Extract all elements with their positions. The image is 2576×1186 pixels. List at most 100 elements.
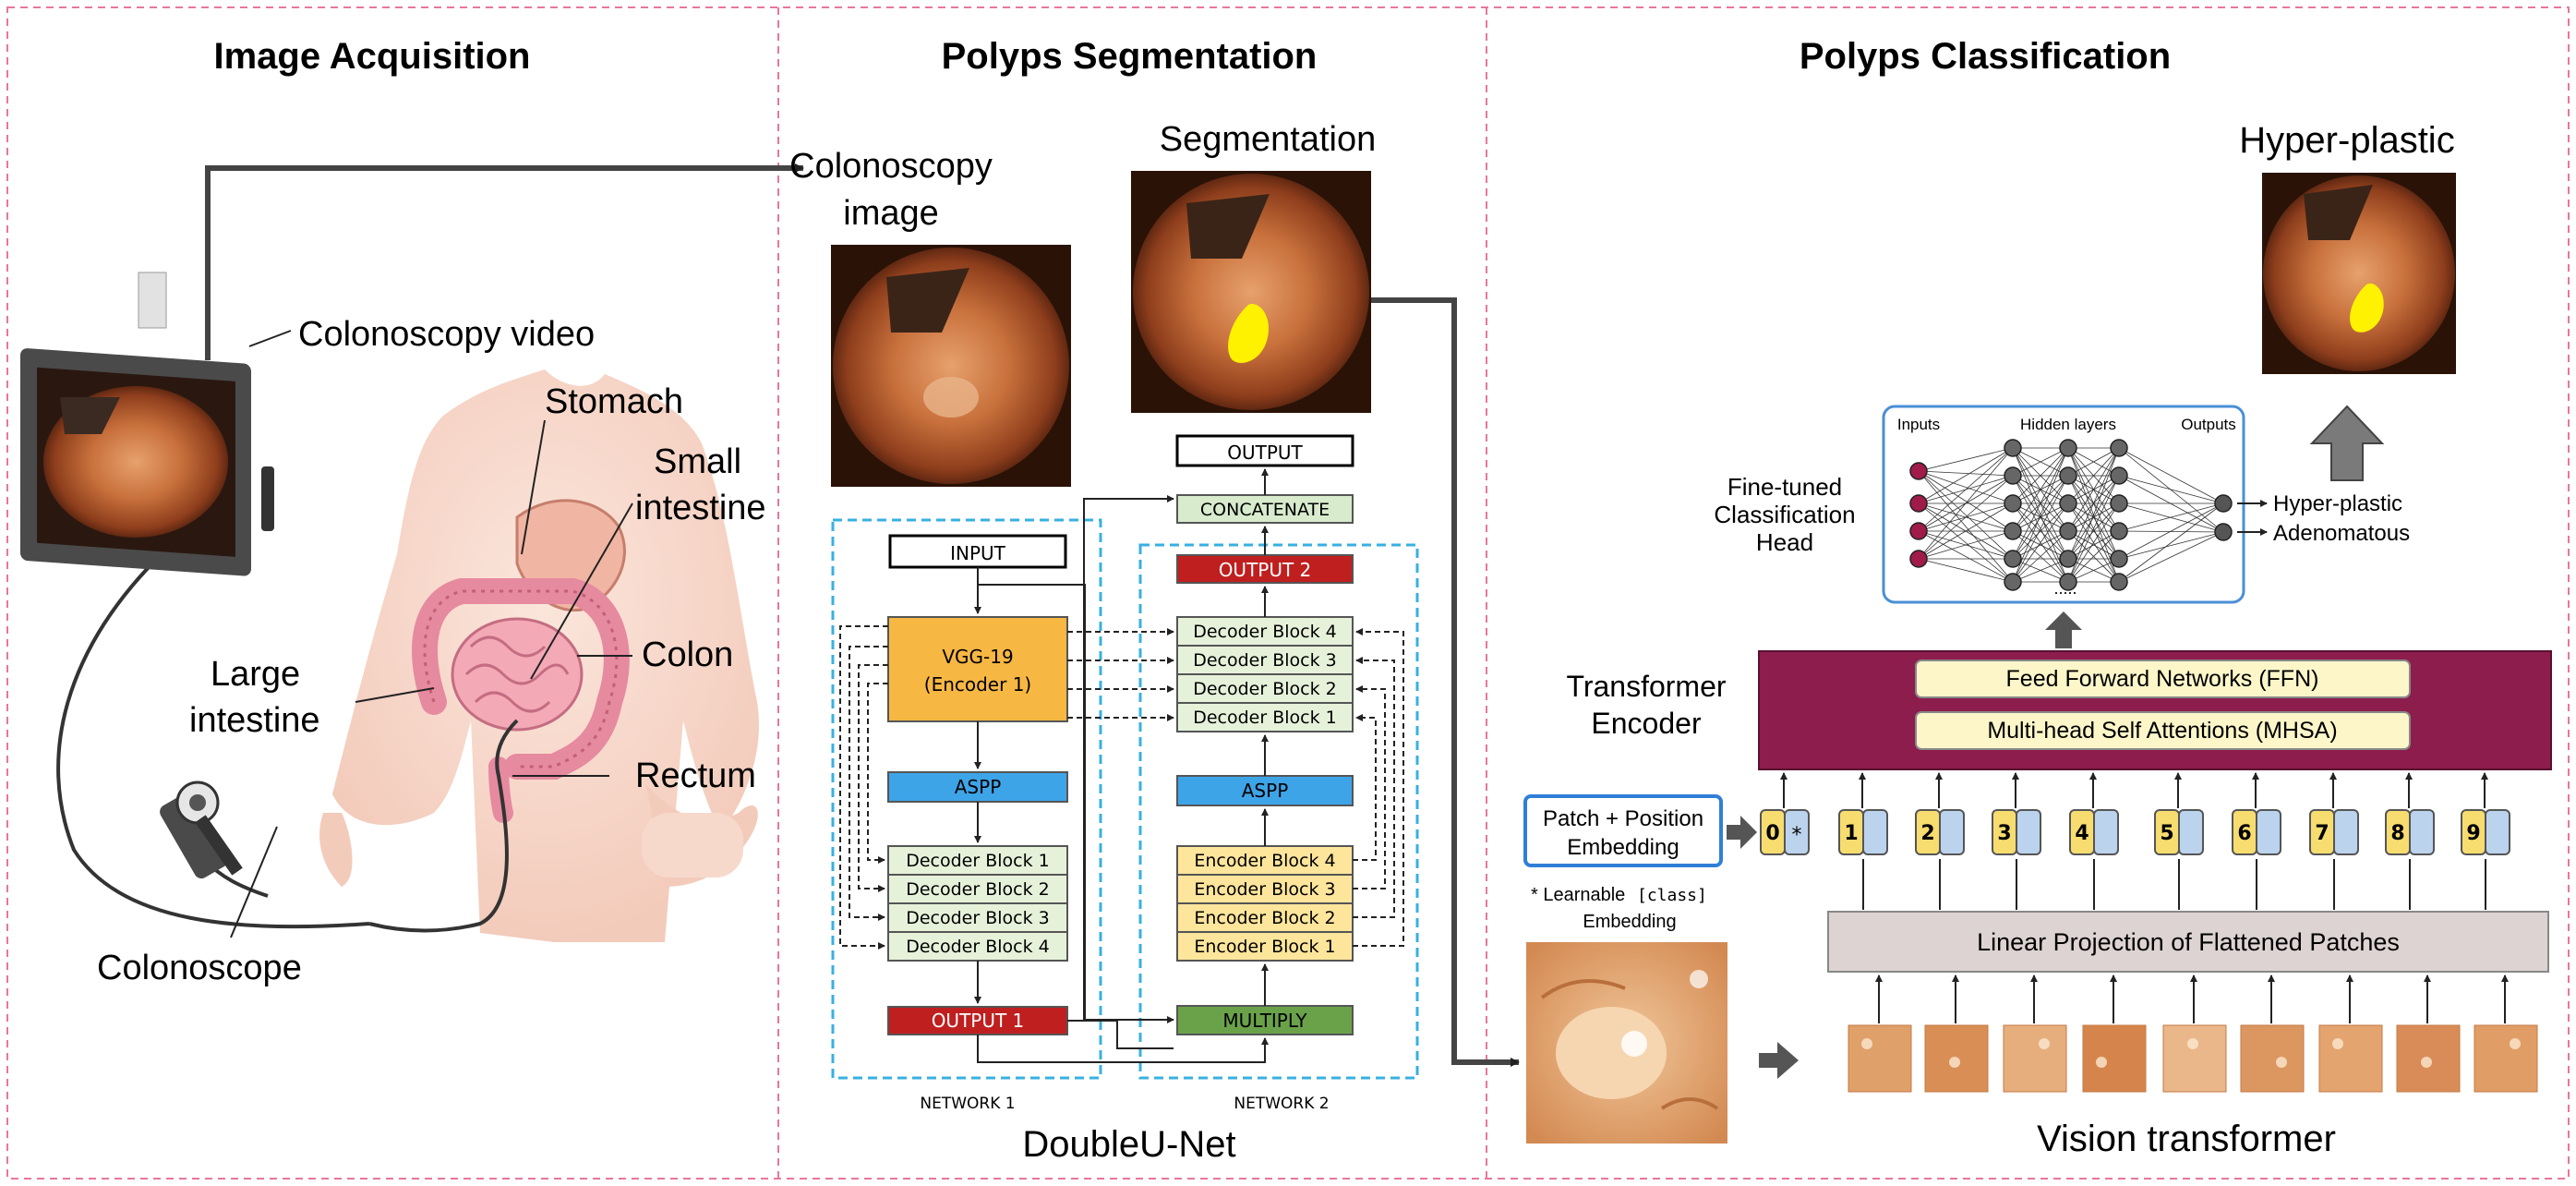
net1-input: INPUT <box>950 542 1006 564</box>
net2-encoder-3: Encoder Block 3 <box>1194 879 1335 900</box>
label-colonoscope: Colonoscope <box>97 949 302 987</box>
nn-connection <box>1918 470 2014 504</box>
nn-connection <box>1918 470 2014 532</box>
nn-connection <box>2067 447 2120 560</box>
nn-connection <box>2118 447 2224 533</box>
token-index: 4 <box>2075 822 2088 845</box>
nn-connection <box>2067 530 2120 583</box>
outer-border <box>6 6 2570 1180</box>
nn-node <box>2110 466 2128 485</box>
net2-multiply: MULTIPLY <box>1222 1010 1307 1032</box>
nn-connection <box>2118 502 2224 532</box>
nn-node <box>2059 550 2077 568</box>
nn-connection <box>2067 475 2120 560</box>
network-1: INPUT VGG-19 (Encoder 1) ASPP Decoder Bl… <box>887 534 1068 1113</box>
patch-highlight <box>2276 1057 2287 1068</box>
flattened-patch <box>2162 1024 2227 1093</box>
token-index: 2 <box>1920 822 1934 845</box>
nn-connection <box>2067 502 2120 583</box>
nn-node <box>2004 550 2022 568</box>
net2-concatenate: CONCATENATE <box>1200 500 1330 520</box>
label-stomach: Stomach <box>545 382 683 421</box>
class-token-star: * <box>1792 824 1802 847</box>
nn-connection <box>1918 447 2014 472</box>
token-index: 1 <box>1844 822 1858 845</box>
nn-node <box>2110 573 2128 591</box>
nn-node <box>2110 439 2128 457</box>
linear-projection-box <box>1827 911 2549 973</box>
nn-connection <box>2118 502 2224 533</box>
neural-network <box>1909 439 2233 591</box>
leader-stomach <box>521 419 546 555</box>
net2-decoder-stack: Decoder Block 4 Decoder Block 3 Decoder … <box>1176 616 1354 732</box>
nn-connection <box>1918 558 2014 583</box>
patch-highlight <box>1949 1057 1960 1068</box>
patch-token <box>1939 809 1965 855</box>
nn-connection <box>2067 447 2120 477</box>
nn-node <box>2059 573 2077 591</box>
nn-connection <box>2118 531 2224 560</box>
output-class-2: Adenomatous <box>2273 521 2410 546</box>
label-colon: Colon <box>642 635 733 674</box>
nn-connection <box>1918 470 2014 583</box>
vision-transformer-label: Vision transformer <box>2037 1119 2336 1159</box>
nn-connection <box>2012 530 2069 583</box>
patch-token <box>2485 809 2510 855</box>
nn-node <box>2059 466 2077 485</box>
ffn-label: Feed Forward Networks (FFN) <box>2006 666 2319 692</box>
net2-output-2: OUTPUT 2 <box>1219 559 1312 581</box>
flattened-patch <box>2240 1024 2305 1093</box>
patch-token <box>2093 809 2119 855</box>
token-index: 8 <box>2390 822 2404 845</box>
token-index: 9 <box>2466 822 2480 845</box>
net2-encoder-2: Encoder Block 2 <box>1194 908 1335 928</box>
nn-connection <box>2118 447 2224 504</box>
doubleu-net-label: DoubleU-Net <box>1022 1124 1235 1165</box>
output-class-1: Hyper-plastic <box>2273 491 2402 516</box>
nn-connection <box>2012 447 2069 583</box>
nn-connection <box>2012 447 2069 477</box>
skip-connections <box>839 625 1404 950</box>
patch-arrow <box>1759 1042 1799 1079</box>
nn-connection <box>2067 502 2120 560</box>
net2-caption: NETWORK 2 <box>1234 1095 1329 1113</box>
nn-node <box>2110 550 2128 568</box>
nn-connection <box>2118 530 2224 533</box>
classification-title: Polyps Classification <box>1800 36 2171 77</box>
net1-decoder-stack: Decoder Block 1 Decoder Block 2 Decoder … <box>887 845 1068 962</box>
learnable-label-1: * Learnable <box>1531 885 1625 905</box>
nn-connection <box>2067 558 2120 583</box>
nn-connection <box>1918 447 2014 504</box>
nn-node <box>2004 439 2022 457</box>
network-2: OUTPUT CONCATENATE OUTPUT 2 Decoder Bloc… <box>1175 434 1354 1113</box>
hand-left <box>319 813 353 887</box>
nn-connection <box>1918 502 2014 583</box>
leader-large <box>355 687 435 703</box>
patch-position-embedding-box <box>1523 794 1723 867</box>
patch-highlight <box>2510 1038 2521 1049</box>
nn-connection <box>2012 447 2069 504</box>
network-1-box <box>831 518 1102 1080</box>
patch-highlight <box>2421 1057 2432 1068</box>
nn-node <box>2110 522 2128 540</box>
net2-decoder-1: Decoder Block 1 <box>1193 708 1337 728</box>
network-connections <box>974 468 1269 1063</box>
patch-highlight <box>2096 1057 2107 1068</box>
nn-connection <box>2012 530 2069 560</box>
embedding-arrow <box>1727 816 1757 849</box>
nn-outputs-label: Outputs <box>2181 416 2236 433</box>
nn-connection <box>1918 470 2014 560</box>
patch-token <box>1784 809 1810 855</box>
colonoscopy-image <box>831 245 1071 487</box>
ffn-box <box>1915 660 2411 698</box>
patch-token <box>2333 809 2359 855</box>
nn-connection <box>2012 558 2069 583</box>
leader-video <box>248 330 292 347</box>
nn-connection <box>1918 530 2014 560</box>
net1-aspp: ASPP <box>955 776 1002 798</box>
label-small-1: Small <box>654 442 741 481</box>
patch-token <box>2178 809 2204 855</box>
patch-token <box>2016 809 2041 855</box>
flattened-patch <box>1848 1024 1912 1093</box>
